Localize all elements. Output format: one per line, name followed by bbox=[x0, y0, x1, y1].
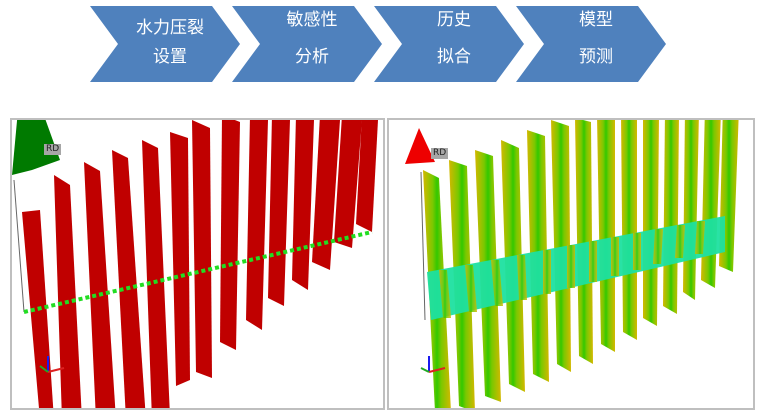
fracture-setup-viewport[interactable]: RD bbox=[10, 118, 385, 410]
prediction-viewport[interactable]: RD bbox=[387, 118, 755, 410]
step-hydraulic-fracture-setup: 水力压裂设置 bbox=[90, 6, 240, 82]
step-history-matching: 历史拟合 bbox=[374, 6, 524, 82]
fracture-model-3d bbox=[12, 120, 378, 408]
view-label-tag: RD bbox=[44, 144, 62, 155]
step-label-line1: 历史 bbox=[437, 10, 471, 30]
axis-triad-icon bbox=[39, 356, 65, 373]
step-label-line2: 拟合 bbox=[437, 47, 471, 67]
cone-marker-icon bbox=[12, 120, 60, 175]
step-label-line1: 敏感性 bbox=[286, 10, 338, 30]
step-model-prediction: 模型预测 bbox=[516, 6, 666, 82]
step-label-line1: 模型 bbox=[579, 10, 613, 30]
step-sensitivity-analysis: 敏感性分析 bbox=[232, 6, 382, 82]
view-label-tag: RD bbox=[431, 148, 449, 159]
step-label-line2: 分析 bbox=[295, 47, 329, 67]
workflow-chevrons: 水力压裂设置 敏感性分析 历史拟合 模型预测 bbox=[90, 6, 670, 82]
fracture-property-model-3d bbox=[405, 120, 739, 408]
step-label-line2: 预测 bbox=[579, 47, 613, 67]
axis-triad-icon bbox=[420, 356, 446, 373]
cone-marker-icon bbox=[405, 128, 435, 164]
step-label-line2: 设置 bbox=[153, 47, 187, 67]
step-label-line1: 水力压裂 bbox=[136, 18, 204, 38]
